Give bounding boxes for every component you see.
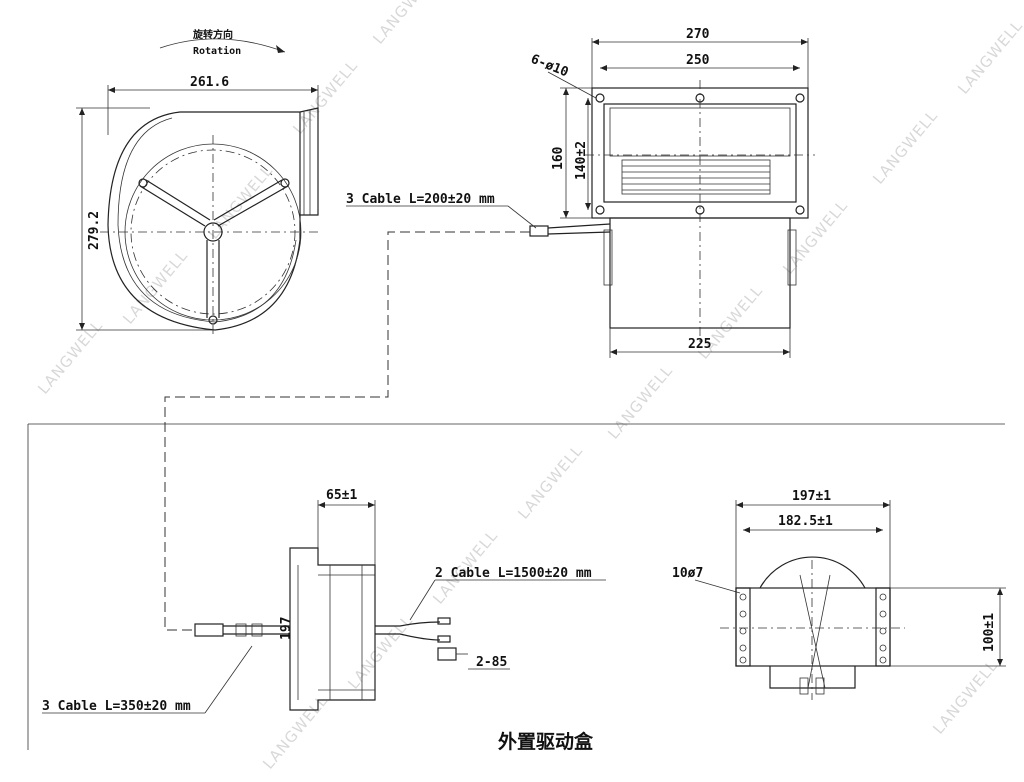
motor-spider [138,178,290,325]
blower-side-view: 270 250 6-ø10 [529,27,815,358]
driver-output-cable-label: 2 Cable L=1500±20 mm [435,566,592,581]
side-body-width-label: 225 [688,337,711,352]
front-height-label: 279.2 [87,211,102,250]
side-hole-pitch-label: 140±2 [574,141,589,180]
motor-cable-label: 3 Cable L=200±20 mm [346,192,495,207]
driver-box-title: 外置驱动盒 [498,730,594,753]
driver-depth-label: 65±1 [326,488,357,503]
cable-route [164,231,530,631]
driver-side-view: 65±1 197 [194,488,468,711]
watermark-13: LANGWELL [344,611,416,692]
watermark-3: LANGWELL [204,161,276,242]
impeller-blades [621,159,771,195]
blower-front-view: 旋转方向 Rotation 261.6 279.2 [76,28,320,335]
watermark-7: LANGWELL [869,106,941,187]
watermark-6: LANGWELL [954,16,1024,97]
driver-input-cable-label: 3 Cable L=350±20 mm [42,699,191,714]
side-height-label: 160 [551,146,566,170]
front-width-label: 261.6 [190,75,229,90]
side-holes-label: 6-ø10 [529,52,571,81]
watermark-1: LANGWELL [369,0,441,48]
rotation-arrowhead [276,45,285,53]
driver-height-100-label: 100±1 [982,613,997,652]
side-top-width-label: 270 [686,27,710,42]
watermark-15: LANGWELL [929,656,1001,737]
watermark-5: LANGWELL [34,316,106,397]
driver-housing [289,547,376,711]
blower-body [609,217,791,329]
terminal-label: 2-85 [476,655,507,670]
driver-height-label: 197 [279,617,294,640]
side-inner-width-label: 250 [686,53,710,68]
driver-outer-width-label: 197±1 [792,489,831,504]
driver-holes-label: 10ø7 [672,566,703,581]
driver-front-view: 197±1 182.5±1 10ø7 [672,489,1006,700]
rotation-label-cn: 旋转方向 [192,28,233,41]
driver-inner-width-label: 182.5±1 [778,514,833,529]
rotation-arrow [159,38,286,53]
rotation-label-en: Rotation [193,45,241,57]
watermark-14: LANGWELL [259,691,331,772]
scroll-housing [107,111,301,331]
watermark-11: LANGWELL [514,441,586,522]
watermark-10: LANGWELL [604,361,676,442]
driver-round-body [759,556,866,589]
